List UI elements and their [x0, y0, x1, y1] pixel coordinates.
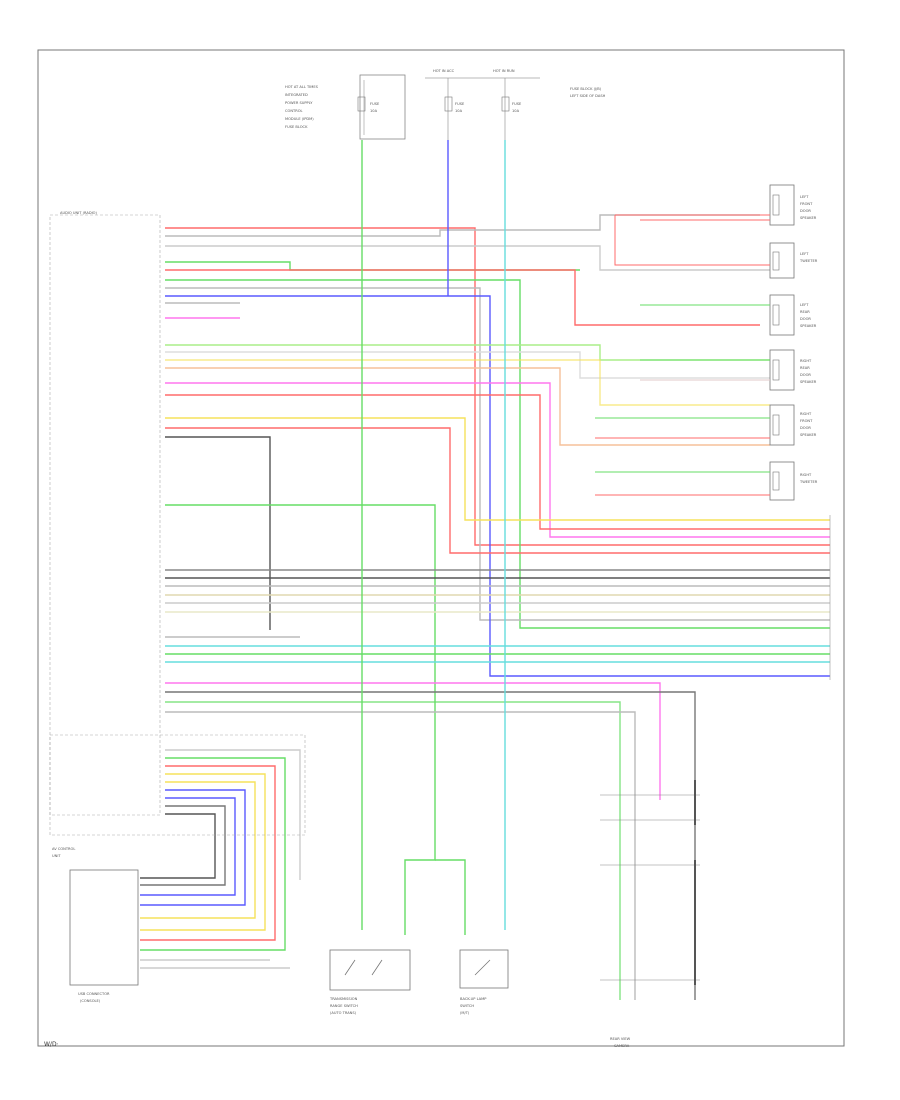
- svg-text:REAR: REAR: [800, 366, 810, 370]
- svg-text:SPEAKER: SPEAKER: [800, 380, 817, 384]
- left-tweeter: LEFT TWEETER: [769, 242, 818, 279]
- svg-text:FUSE: FUSE: [512, 102, 522, 106]
- svg-text:CONTROL: CONTROL: [285, 109, 303, 113]
- svg-text:DOOR: DOOR: [800, 373, 811, 377]
- fuse-box-left: HOT AT ALL TIMES INTEGRATED POWER SUPPLY…: [285, 74, 406, 140]
- svg-text:FUSE BLOCK (J/B): FUSE BLOCK (J/B): [570, 87, 602, 91]
- svg-text:(CONSOLE): (CONSOLE): [80, 999, 101, 1003]
- transmission-range-switch: TRANSMISSION RANGE SWITCH (AUTO TRANS): [329, 949, 411, 1015]
- av-control-unit: AV CONTROL UNIT USB CONNECTOR (CONSOLE): [52, 847, 139, 1003]
- svg-text:LEFT: LEFT: [800, 195, 809, 199]
- svg-text:REAR VIEW: REAR VIEW: [610, 1037, 631, 1041]
- svg-text:LEFT: LEFT: [800, 303, 809, 307]
- svg-text:CAMERA: CAMERA: [614, 1044, 630, 1048]
- svg-text:SWITCH: SWITCH: [460, 1004, 474, 1008]
- svg-text:FRONT: FRONT: [800, 419, 813, 423]
- svg-text:10A: 10A: [370, 109, 378, 113]
- svg-text:AV CONTROL: AV CONTROL: [52, 847, 75, 851]
- page-code: W/D⋅: [44, 1041, 59, 1048]
- svg-text:HOT IN RUN: HOT IN RUN: [493, 69, 515, 73]
- wire-bundle: [140, 140, 830, 1000]
- svg-text:(AUTO TRANS): (AUTO TRANS): [330, 1011, 357, 1015]
- svg-text:INTEGRATED: INTEGRATED: [285, 93, 308, 97]
- svg-text:RANGE SWITCH: RANGE SWITCH: [330, 1004, 358, 1008]
- left-front-tweeter: LEFT FRONT DOOR SPEAKER: [769, 184, 817, 226]
- svg-text:SPEAKER: SPEAKER: [800, 216, 817, 220]
- svg-text:TWEETER: TWEETER: [799, 259, 818, 263]
- control-unit-connector: [49, 734, 306, 836]
- svg-text:10A: 10A: [455, 109, 463, 113]
- svg-text:FUSE BLOCK: FUSE BLOCK: [285, 125, 308, 129]
- svg-text:FUSE: FUSE: [455, 102, 465, 106]
- svg-text:BACK-UP LAMP: BACK-UP LAMP: [460, 997, 487, 1001]
- svg-text:DOOR: DOOR: [800, 426, 811, 430]
- right-tweeter: RIGHT TWEETER: [769, 461, 818, 501]
- diagram-frame: [37, 49, 845, 1047]
- svg-text:SPEAKER: SPEAKER: [800, 433, 817, 437]
- svg-text:TRANSMISSION: TRANSMISSION: [329, 997, 358, 1001]
- svg-text:TWEETER: TWEETER: [799, 480, 818, 484]
- speakers: LEFT FRONT DOOR SPEAKER LEFT TWEETER LEF…: [595, 184, 818, 501]
- svg-text:SPEAKER: SPEAKER: [800, 324, 817, 328]
- svg-text:HOT AT ALL TIMES: HOT AT ALL TIMES: [285, 85, 319, 89]
- svg-text:RIGHT: RIGHT: [800, 473, 812, 477]
- svg-text:DOOR: DOOR: [800, 317, 811, 321]
- backup-lamp-switch: BACK-UP LAMP SWITCH (M/T): [459, 949, 509, 1015]
- svg-text:FUSE: FUSE: [370, 102, 380, 106]
- audio-unit-connector: AUDIO UNIT (RADIO): [49, 211, 161, 816]
- svg-text:MODULE (IPDM): MODULE (IPDM): [285, 117, 314, 121]
- svg-text:RIGHT: RIGHT: [800, 412, 812, 416]
- svg-text:RIGHT: RIGHT: [800, 359, 812, 363]
- right-front-door-speaker: RIGHT FRONT DOOR SPEAKER: [769, 404, 817, 446]
- svg-text:10A: 10A: [512, 109, 520, 113]
- svg-text:LEFT: LEFT: [800, 252, 809, 256]
- svg-text:USB CONNECTOR: USB CONNECTOR: [78, 992, 110, 996]
- svg-text:UNIT: UNIT: [52, 854, 61, 858]
- svg-text:AUDIO UNIT (RADIO): AUDIO UNIT (RADIO): [60, 211, 97, 215]
- svg-text:LEFT SIDE OF DASH: LEFT SIDE OF DASH: [570, 94, 606, 98]
- right-rear-door-speaker: RIGHT REAR DOOR SPEAKER: [769, 349, 817, 391]
- svg-text:FRONT: FRONT: [800, 202, 813, 206]
- fuse-box-center: HOT IN ACC HOT IN RUN FUSE 10A FUSE 10A …: [425, 69, 606, 140]
- svg-text:POWER SUPPLY: POWER SUPPLY: [285, 101, 313, 105]
- svg-text:HOT IN ACC: HOT IN ACC: [433, 69, 455, 73]
- svg-text:DOOR: DOOR: [800, 209, 811, 213]
- left-rear-door-speaker: LEFT REAR DOOR SPEAKER: [769, 294, 817, 336]
- svg-text:REAR: REAR: [800, 310, 810, 314]
- svg-text:(M/T): (M/T): [460, 1011, 470, 1015]
- rear-view-camera: REAR VIEW CAMERA: [600, 780, 700, 1048]
